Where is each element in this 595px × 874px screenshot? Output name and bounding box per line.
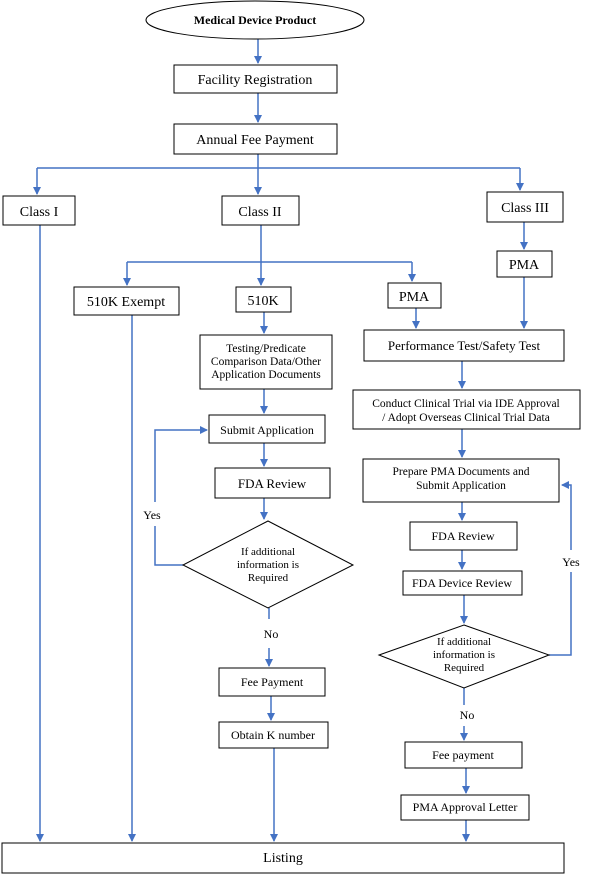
start-label: Medical Device Product — [194, 13, 316, 27]
node-fda-review-right: FDA Review — [409, 521, 518, 551]
node-class3: Class III — [486, 191, 564, 223]
fda-review-left-label: FDA Review — [238, 476, 307, 491]
listing-label: Listing — [263, 851, 303, 866]
perf-label: Performance Test/Safety Test — [388, 338, 541, 353]
loop-yes-left — [154, 426, 208, 566]
node-fee-payment-right: Fee payment — [404, 741, 523, 769]
node-pma-right: PMA — [496, 250, 553, 278]
edge-label-yes-right: Yes — [559, 550, 583, 572]
node-decision-left: If additional information is Required — [181, 520, 355, 609]
testing-line-1: Testing/Predicate — [226, 343, 306, 355]
obtain-k-label: Obtain K number — [231, 728, 315, 742]
decision-left-line-3: Required — [248, 572, 289, 584]
exempt-label: 510K Exempt — [87, 295, 165, 310]
node-decision-right: If additional information is Required — [377, 624, 551, 689]
testing-line-3: Application Documents — [211, 369, 321, 381]
node-testing: Testing/Predicate Comparison Data/Other … — [199, 334, 333, 390]
facility-label: Facility Registration — [198, 73, 313, 88]
class1-label: Class I — [20, 205, 59, 220]
class3-label: Class III — [501, 201, 549, 216]
node-annual-fee: Annual Fee Payment — [173, 123, 338, 155]
svg-text:Yes: Yes — [562, 555, 580, 569]
node-performance-test: Performance Test/Safety Test — [363, 329, 565, 362]
node-obtain-k: Obtain K number — [218, 721, 329, 749]
decision-right-line-1: If additional — [437, 636, 491, 648]
svg-text:No: No — [264, 627, 279, 641]
pma-mid-label: PMA — [399, 290, 430, 305]
node-fee-payment-left: Fee Payment — [218, 667, 326, 697]
node-listing: Listing — [1, 842, 565, 874]
clinical-line-1: Conduct Clinical Trial via IDE Approval — [372, 398, 560, 410]
prepare-line-2: Submit Application — [416, 480, 506, 492]
pma-letter-label: PMA Approval Letter — [413, 800, 518, 814]
testing-line-2: Comparison Data/Other — [211, 356, 321, 368]
node-pma-mid: PMA — [387, 282, 442, 309]
node-clinical-trial: Conduct Clinical Trial via IDE Approval … — [352, 389, 581, 430]
class2-label: Class II — [238, 205, 282, 220]
decision-right-line-2: information is — [433, 649, 495, 661]
node-prepare-pma: Prepare PMA Documents and Submit Applica… — [362, 458, 560, 503]
node-start: Medical Device Product — [145, 0, 365, 40]
fee-right-label: Fee payment — [432, 748, 494, 762]
node-510k: 510K — [235, 286, 292, 313]
connectors — [33, 38, 572, 842]
node-class1: Class I — [2, 195, 76, 226]
pma-right-label: PMA — [509, 258, 540, 273]
edge-label-no-right: No — [454, 706, 480, 726]
submit-label: Submit Application — [220, 423, 314, 437]
edge-label-yes-left: Yes — [133, 502, 173, 526]
node-510k-exempt: 510K Exempt — [73, 286, 180, 316]
node-facility-registration: Facility Registration — [173, 64, 338, 94]
fda-device-label: FDA Device Review — [412, 576, 512, 590]
fda-review-right-label: FDA Review — [432, 529, 495, 543]
node-fda-review-left: FDA Review — [214, 467, 331, 499]
svg-text:No: No — [460, 708, 475, 722]
fee-left-label: Fee Payment — [241, 675, 304, 689]
node-submit-application: Submit Application — [208, 414, 326, 444]
prepare-line-1: Prepare PMA Documents and — [392, 466, 529, 478]
svg-text:Yes: Yes — [143, 508, 161, 522]
decision-right-line-3: Required — [444, 662, 485, 674]
node-fda-device-review: FDA Device Review — [402, 570, 523, 596]
annual-fee-label: Annual Fee Payment — [196, 133, 314, 148]
decision-left-line-1: If additional — [241, 546, 295, 558]
decision-left-line-2: information is — [237, 559, 299, 571]
node-class2: Class II — [221, 195, 300, 226]
edge-label-no-left: No — [258, 621, 284, 645]
k510-label: 510K — [247, 294, 278, 309]
node-pma-approval-letter: PMA Approval Letter — [400, 794, 530, 821]
clinical-line-2: / Adopt Overseas Clinical Trial Data — [382, 412, 550, 424]
